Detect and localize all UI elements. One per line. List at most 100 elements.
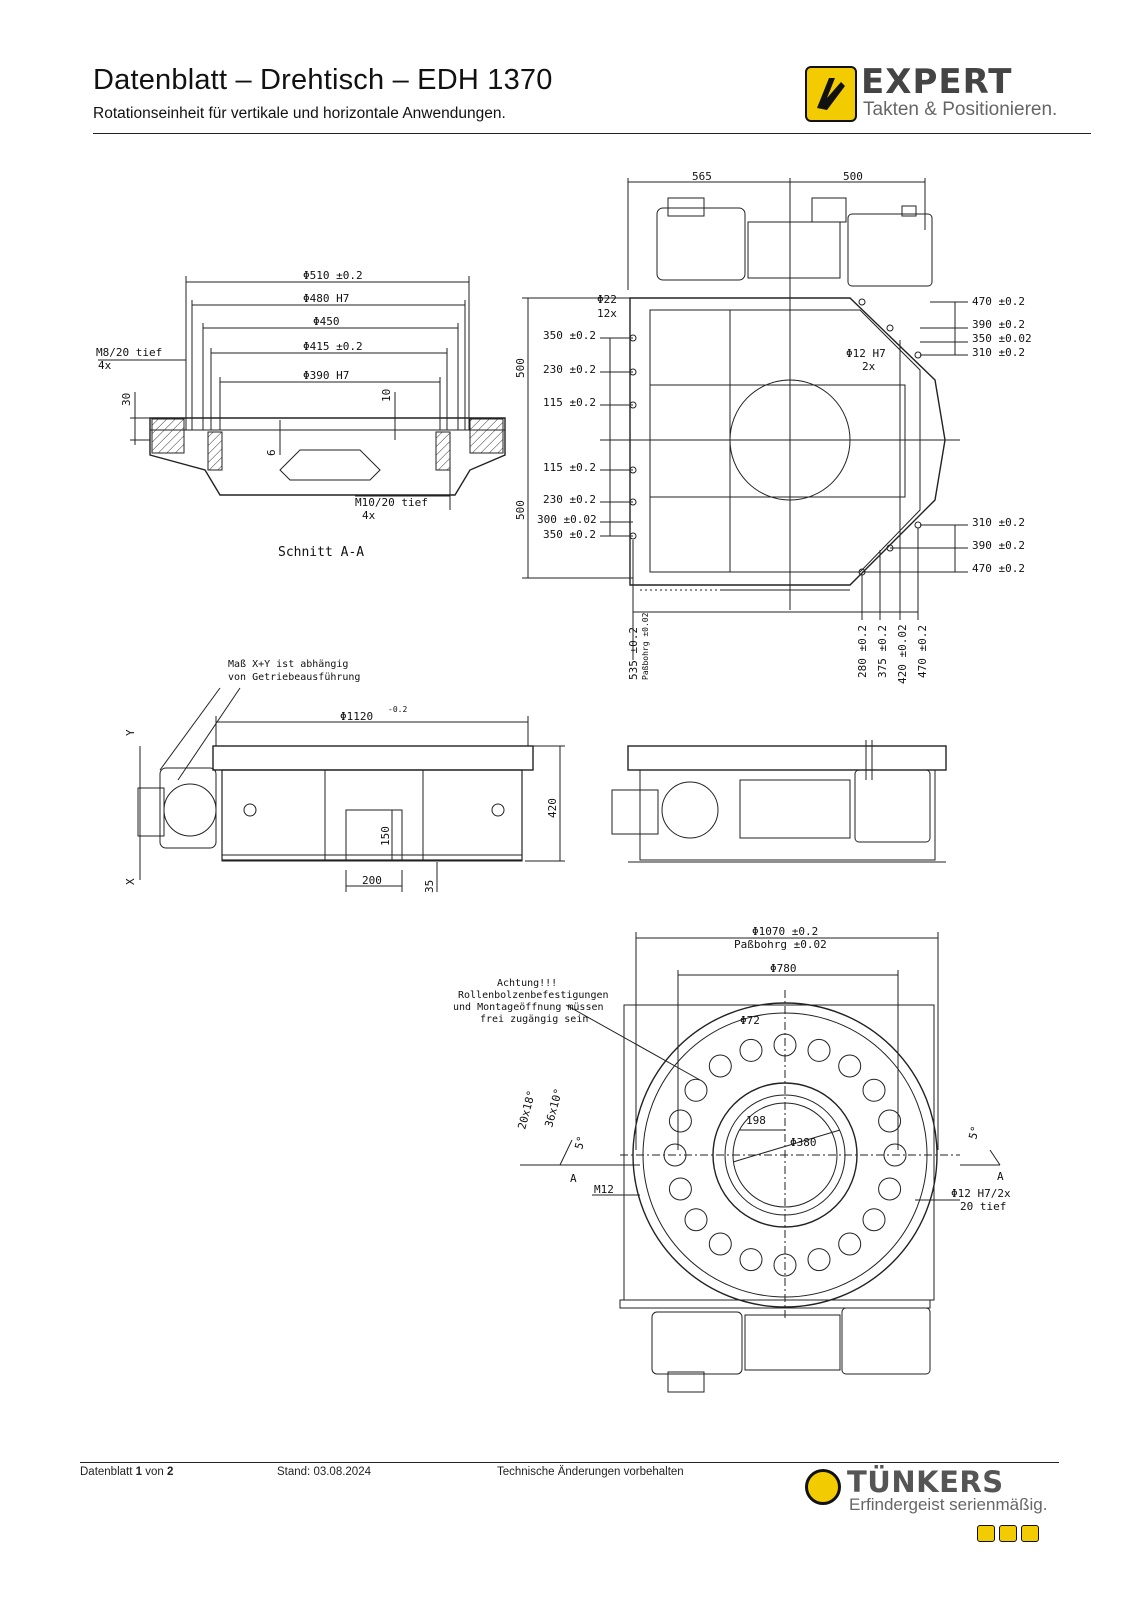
top-view [522,178,968,660]
dim-bottom-420: 420 ±0.02 [896,624,909,684]
section-caption: Schnitt A-A [278,545,364,560]
dim-w198: 198 [746,1114,766,1127]
expert-brand-tagline: Takten & Positionieren. [863,99,1058,120]
attention-line-1: Achtung!!! [497,978,557,989]
dim-right-310: 310 ±0.2 [972,346,1025,359]
tunkers-gear-icon [805,1469,841,1505]
bolt-hole [862,1208,886,1232]
hole-d22-qty: 12x [597,307,617,320]
dim-bottom-passbohrg: Paßbohrg ±0.02 [641,612,650,680]
sheet-number: 1 [135,1466,143,1478]
dim-d72: Φ72 [740,1014,760,1027]
dim-h420: 420 [546,798,559,818]
dim-d415: Φ415 ±0.2 [303,340,363,353]
thread-bottom-label: M10/20 tief [355,496,428,509]
hole-d12: Φ12 H7 [846,347,886,360]
attention-line-4: frei zugängig sein [480,1014,588,1025]
dim-y: Y [124,729,137,736]
tunkers-brand-name: TÜNKERS [847,1465,1004,1499]
footer-divider [80,1462,1059,1463]
dim-d380: Φ380 [790,1136,817,1149]
note-line-2: von Getriebeausführung [228,672,360,683]
dim-left-230: 230 ±0.2 [543,363,596,376]
page-title: Datenblatt – Drehtisch – EDH 1370 [93,64,553,96]
angle-5-right: 5° [966,1125,982,1141]
dim-right-310b: 310 ±0.2 [972,516,1025,529]
dim-h30: 30 [120,393,133,406]
bolt-hole [708,1054,732,1078]
dim-right-470b: 470 ±0.2 [972,562,1025,575]
dim-h6: 6 [265,449,278,456]
sheet-label: Datenblatt [80,1466,133,1478]
bolt-hole [878,1109,902,1133]
dim-w565: 565 [692,170,712,183]
sheet-of: von [145,1466,164,1478]
dim-x: X [124,878,137,885]
page-subtitle: Rotationseinheit für vertikale und horiz… [93,105,506,122]
pin-depth: 20 tief [960,1200,1006,1213]
bolt-hole [807,1038,831,1062]
bolt-hole [862,1078,886,1102]
sheet-total: 2 [167,1466,174,1478]
dim-d780: Φ780 [770,962,797,975]
thread-top-label: M8/20 tief [96,346,162,359]
dim-d1120: Φ1120 [340,710,373,723]
dim-right-390b: 390 ±0.2 [972,539,1025,552]
thread-m12: M12 [594,1183,614,1196]
dim-bottom-375: 375 ±0.2 [876,625,889,678]
dim-left-115: 115 ±0.2 [543,396,596,409]
bolt-hole [668,1109,692,1133]
expert-logo-icon [805,66,857,122]
hole-d22: Φ22 [597,293,617,306]
section-marker-left: A [570,1172,577,1185]
bolt-hole [878,1177,902,1201]
note-line-1: Maß X+Y ist abhängig [228,659,348,670]
dim-d450: Φ450 [313,315,340,328]
section-marker-right: A [997,1170,1004,1183]
dim-right-470: 470 ±0.2 [972,295,1025,308]
dim-d1120-tol: -0.2 [388,705,407,714]
plan-view [520,932,1001,1393]
dim-bottom-470: 470 ±0.2 [916,625,929,678]
dim-d390: Φ390 H7 [303,369,349,382]
brand-mark-icon [977,1525,995,1542]
tunkers-brand-tagline: Erfindergeist serienmäßig. [849,1495,1048,1514]
hole-d12-qty: 2x [862,360,876,373]
dim-h500-top: 500 [514,358,527,378]
angle-36x10: 36x10° [542,1087,565,1129]
brand-mark-icon [999,1525,1017,1542]
header-divider [93,133,1091,134]
dim-h150: 150 [379,826,392,846]
expert-logo: EXPERT Takten & Positionieren. [805,62,1075,124]
dim-right-390: 390 ±0.2 [972,318,1025,331]
bolt-hole [739,1038,763,1062]
dim-left-350b: 350 ±0.2 [543,528,596,541]
tunkers-logo: TÜNKERS Erfindergeist serienmäßig. [805,1465,1055,1567]
thread-bottom-qty: 4x [362,509,376,522]
bolt-hole [838,1054,862,1078]
dim-h500-bottom: 500 [514,500,527,520]
attention-line-3: und Montageöffnung müssen [453,1002,604,1013]
bolt-hole [684,1208,708,1232]
dim-d480: Φ480 H7 [303,292,349,305]
bolt-hole [838,1232,862,1256]
front-view [137,687,565,892]
dim-left-230b: 230 ±0.2 [543,493,596,506]
expert-brand-name: EXPERT [861,62,1013,102]
sheet-counter: Datenblatt 1 von 2 [80,1466,173,1478]
bolt-hole [668,1177,692,1201]
change-notice: Technische Änderungen vorbehalten [497,1466,684,1478]
dim-bottom-280: 280 ±0.2 [856,625,869,678]
revision-date: Stand: 03.08.2024 [277,1466,371,1478]
dim-d1070: Φ1070 ±0.2 [752,925,818,938]
thread-top-qty: 4x [98,359,112,372]
dim-right-350: 350 ±0.02 [972,332,1032,345]
side-view [611,740,947,863]
section-view [98,276,506,510]
dim-h35: 35 [423,880,436,893]
bolt-hole [708,1232,732,1256]
group-brand-marks [977,1525,1043,1547]
pin-d12: Φ12 H7/2x [951,1187,1011,1200]
attention-line-2: Rollenbolzenbefestigungen [458,990,609,1001]
